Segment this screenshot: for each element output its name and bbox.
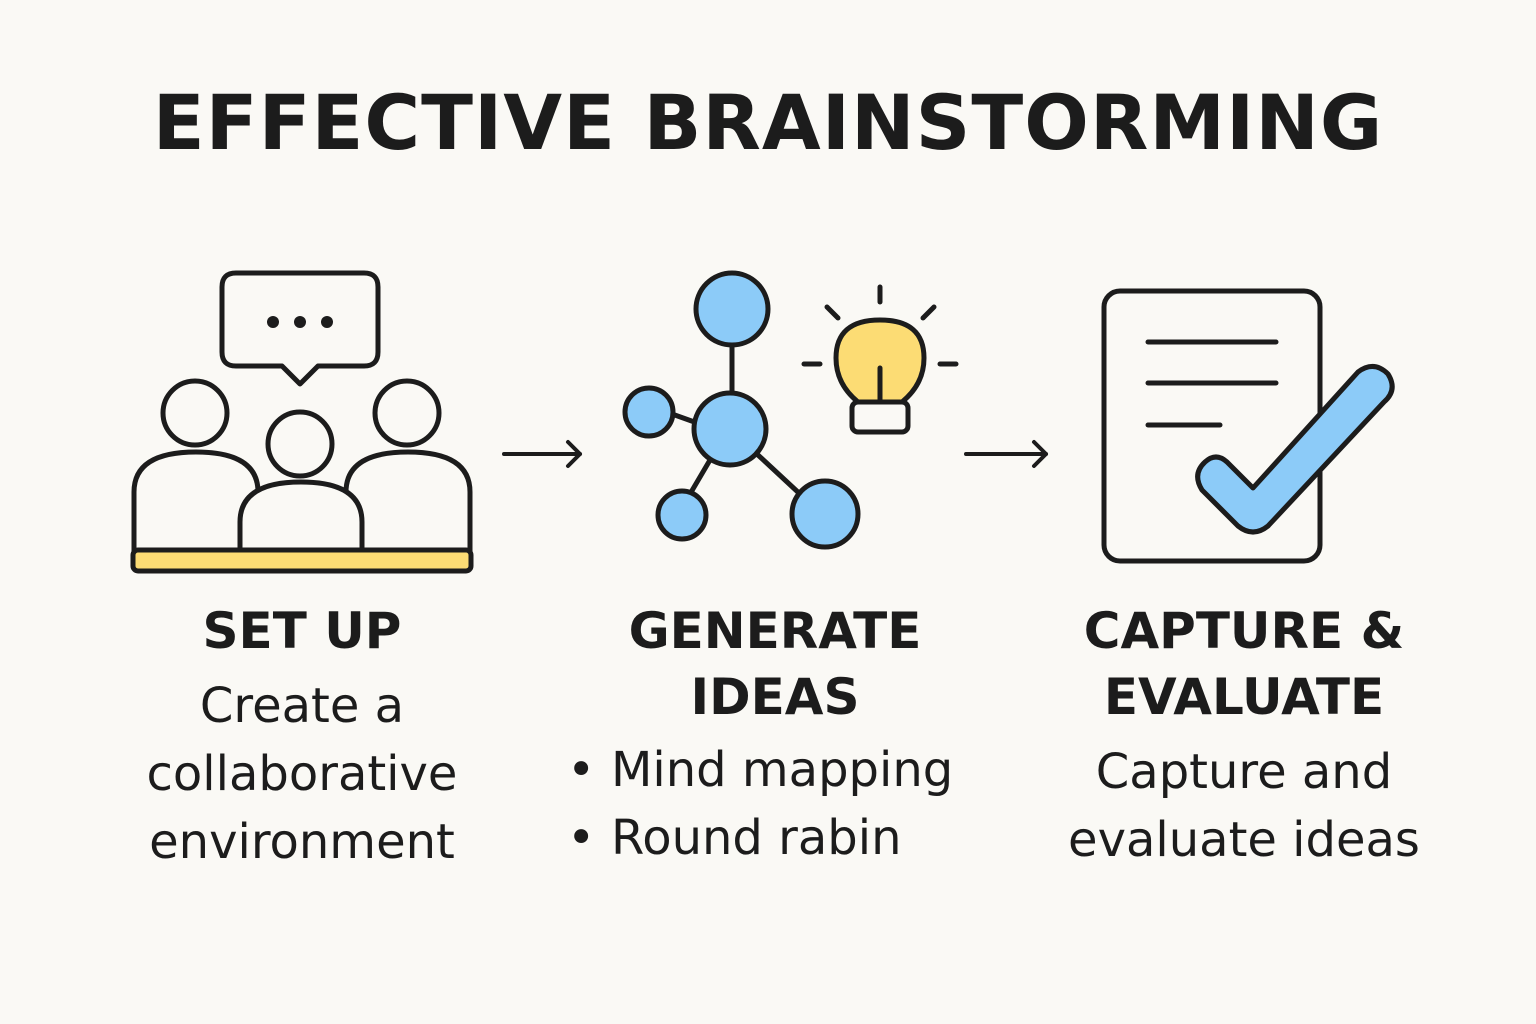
step-set-up: SET UP Create a collaborative environmen…	[72, 598, 532, 876]
description-line: collaborative	[146, 746, 458, 802]
description-line: evaluate ideas	[1068, 812, 1420, 868]
step-heading: SET UP	[202, 602, 402, 660]
mind-map-node	[622, 385, 676, 439]
mind-map-node	[789, 478, 861, 550]
table-bar	[130, 547, 474, 574]
step-description: Capture and evaluate ideas	[1014, 738, 1474, 874]
mind-map-node	[691, 390, 769, 468]
bullet-dot-icon: •	[567, 810, 596, 866]
step-heading: GENERATE IDEAS	[545, 598, 1005, 730]
person-left-head	[160, 378, 230, 448]
page-title: EFFECTIVE BRAINSTORMING	[152, 78, 1384, 167]
step-generate-ideas: GENERATE IDEAS •Mind mapping •Round rabi…	[545, 598, 1005, 872]
person-left-body	[131, 449, 261, 561]
person-right-body	[343, 449, 473, 561]
step-heading: CAPTURE & EVALUATE	[1014, 598, 1474, 730]
mind-map-lightbulb-icon	[622, 270, 959, 550]
heading-line: GENERATE	[628, 602, 922, 660]
arrow-right-icon	[964, 440, 1048, 468]
step-capture-evaluate: CAPTURE & EVALUATE Capture and evaluate …	[1014, 598, 1474, 874]
mind-map-node	[693, 270, 771, 348]
mind-map-node	[655, 488, 709, 542]
lightbulb-base	[849, 399, 911, 435]
speech-bubble	[219, 270, 381, 387]
person-right-head	[372, 378, 442, 448]
lightbulb-glass	[833, 317, 927, 405]
description-line: Create a	[199, 678, 405, 734]
people-chat-icon	[130, 270, 474, 574]
bullet-list: •Mind mapping •Round rabin	[545, 736, 1005, 872]
checkmark-icon	[1195, 364, 1395, 535]
arrow-right-icon	[502, 440, 582, 468]
description-line: Capture and	[1095, 744, 1393, 800]
person-middle-body	[237, 479, 365, 561]
bullet-item: •Round rabin	[567, 804, 1005, 872]
step-description: Create a collaborative environment	[72, 672, 532, 876]
description-line: environment	[149, 814, 455, 870]
heading-line: EVALUATE	[1103, 668, 1385, 726]
bullet-dot-icon: •	[567, 742, 596, 798]
bullet-item: •Mind mapping	[567, 736, 1005, 804]
person-middle-head	[265, 409, 335, 479]
document-checkmark-icon	[1101, 288, 1395, 564]
heading-line: IDEAS	[690, 668, 860, 726]
heading-line: CAPTURE &	[1083, 602, 1405, 660]
